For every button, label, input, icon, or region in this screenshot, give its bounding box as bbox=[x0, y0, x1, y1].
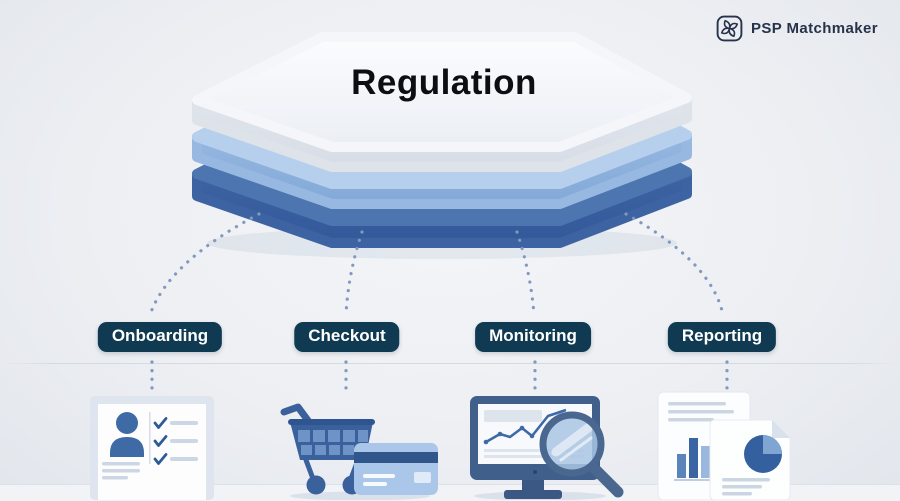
label-monitoring: Monitoring bbox=[475, 322, 591, 352]
label-checkout: Checkout bbox=[294, 322, 400, 352]
brand-logo: PSP Matchmaker bbox=[716, 15, 878, 42]
brand-name: PSP Matchmaker bbox=[750, 20, 878, 37]
documents-bar-pie-chart-icon bbox=[657, 391, 791, 500]
background-seam-line bbox=[0, 363, 900, 364]
front-document bbox=[709, 419, 791, 500]
monitor-chart-magnifier-icon bbox=[470, 396, 624, 500]
label-onboarding: Onboarding bbox=[97, 322, 223, 352]
connector-reporting bbox=[624, 212, 725, 317]
page-title: Regulation bbox=[351, 63, 537, 102]
stack-layer-top bbox=[192, 32, 692, 172]
shopping-cart-credit-card-icon bbox=[280, 403, 438, 500]
pinwheel-square-icon bbox=[716, 15, 743, 42]
magnifier-glass bbox=[539, 411, 624, 498]
id-card-user-checklist-icon bbox=[90, 396, 214, 500]
connector-monitoring bbox=[515, 230, 536, 317]
dotted-connectors bbox=[148, 212, 729, 394]
connector-onboarding bbox=[148, 212, 261, 317]
label-reporting: Reporting bbox=[667, 322, 777, 352]
connector-checkout bbox=[344, 230, 364, 317]
